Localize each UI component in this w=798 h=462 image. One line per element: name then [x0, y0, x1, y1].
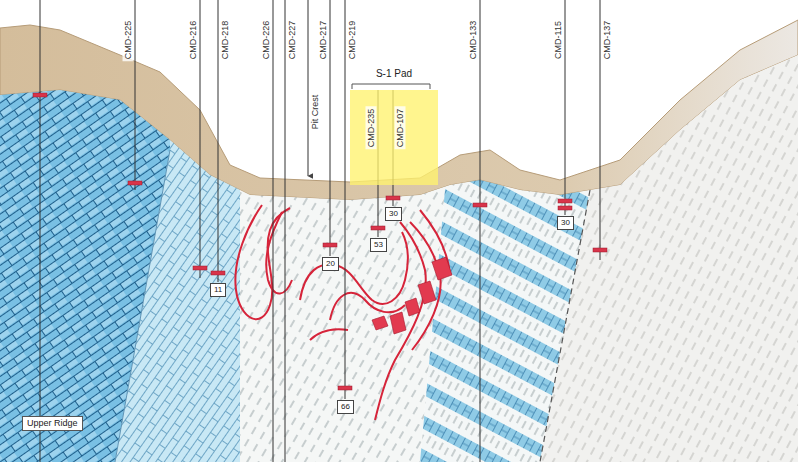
- unit-name-box: Upper Ridge: [22, 416, 83, 431]
- drill-hole-label: CMD-218: [220, 19, 231, 62]
- grade-contours: [235, 205, 450, 420]
- drill-hole-label: CMD-235: [366, 107, 377, 150]
- area-title: S-1 Pad: [350, 68, 438, 80]
- assay-tick: [193, 266, 207, 270]
- intercept-value: 30: [561, 218, 570, 228]
- altered-zone: [240, 0, 445, 462]
- ore-block: [418, 281, 436, 304]
- drill-hole: [273, 0, 274, 462]
- drill-hole-label: CMD-219: [347, 19, 358, 62]
- drill-hole: [480, 0, 481, 462]
- gray-unit: [540, 0, 798, 462]
- ore-block: [372, 316, 388, 330]
- intercept-value: 66: [341, 402, 350, 412]
- intercept-value: 53: [374, 240, 383, 250]
- drill-hole-label: CMD-137: [602, 19, 613, 62]
- drill-hole: [345, 0, 346, 399]
- pad-bracket: [352, 84, 430, 89]
- intercept-box: 11: [210, 283, 226, 297]
- assay-tick: [33, 93, 47, 97]
- intercept-box: 53: [370, 238, 387, 252]
- contour-line: [266, 212, 292, 294]
- drill-hole: [218, 0, 219, 282]
- ore-block: [432, 257, 452, 280]
- pit-label: Pit Crest: [310, 93, 321, 132]
- drill-hole: [285, 0, 286, 462]
- assay-ticks: [33, 93, 607, 390]
- light-limestone: [115, 0, 240, 462]
- intercept-value: 11: [214, 285, 222, 295]
- assay-tick: [323, 243, 337, 247]
- intercept-box: 30: [557, 216, 574, 230]
- drill-hole: [565, 0, 566, 215]
- ore-block: [390, 312, 406, 334]
- drill-hole: [200, 0, 201, 278]
- drill-hole-label: CMD-226: [261, 19, 272, 62]
- contact-line: [540, 190, 590, 462]
- drill-hole: [135, 0, 136, 190]
- drill-hole-label: CMD-216: [188, 19, 199, 62]
- assay-tick: [338, 386, 352, 390]
- assay-tick: [128, 181, 142, 185]
- drill-hole: [40, 0, 41, 462]
- assay-tick: [371, 226, 385, 230]
- unit-name: Upper Ridge: [27, 418, 78, 429]
- drill-hole-label: CMD-133: [468, 19, 479, 62]
- drill-holes: [40, 0, 600, 462]
- contour-line: [235, 205, 290, 319]
- drill-hole-label: CMD-225: [123, 19, 134, 62]
- contour-line: [410, 222, 441, 350]
- assay-tick: [558, 199, 572, 203]
- ore-block: [405, 298, 420, 316]
- assay-tick: [473, 203, 487, 207]
- assay-tick: [593, 248, 607, 252]
- intercept-box: 66: [337, 400, 354, 414]
- pit-crest-marker: [308, 0, 309, 176]
- drill-hole: [330, 0, 331, 256]
- intercept-value: 20: [326, 259, 335, 269]
- drill-hole-label: CMD-107: [395, 107, 406, 150]
- drill-hole: [600, 0, 601, 260]
- assay-tick: [558, 206, 572, 210]
- ore-intercepts: [372, 257, 452, 334]
- drill-hole-label: CMD-227: [287, 19, 298, 62]
- drill-hole-label: CMD-115: [553, 19, 564, 61]
- assay-tick: [211, 271, 225, 275]
- intercept-value: 30: [389, 209, 398, 219]
- assay-tick: [386, 196, 400, 200]
- intercept-box: 30: [385, 207, 402, 221]
- intercept-box: 20: [322, 257, 339, 271]
- contour-line: [310, 329, 348, 340]
- contact-line: [115, 150, 170, 462]
- drill-hole-label: CMD-217: [318, 19, 329, 62]
